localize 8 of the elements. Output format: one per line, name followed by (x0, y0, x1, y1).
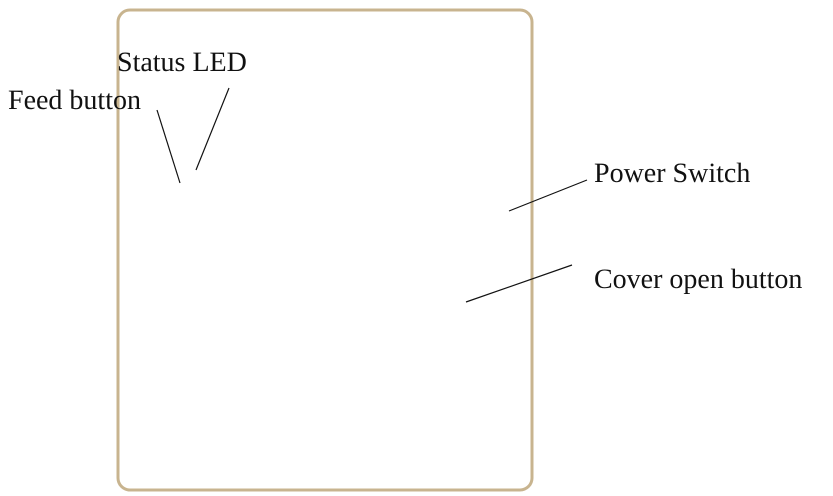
callout-label: Feed button (8, 87, 141, 115)
leader-line (195, 88, 230, 170)
leader-line (156, 110, 181, 184)
callout-label: Status LED (117, 49, 247, 77)
leader-line (466, 264, 572, 303)
callout-label: Power Switch (594, 160, 750, 188)
callout-label: Cover open button (594, 266, 802, 294)
leader-line (508, 179, 588, 212)
